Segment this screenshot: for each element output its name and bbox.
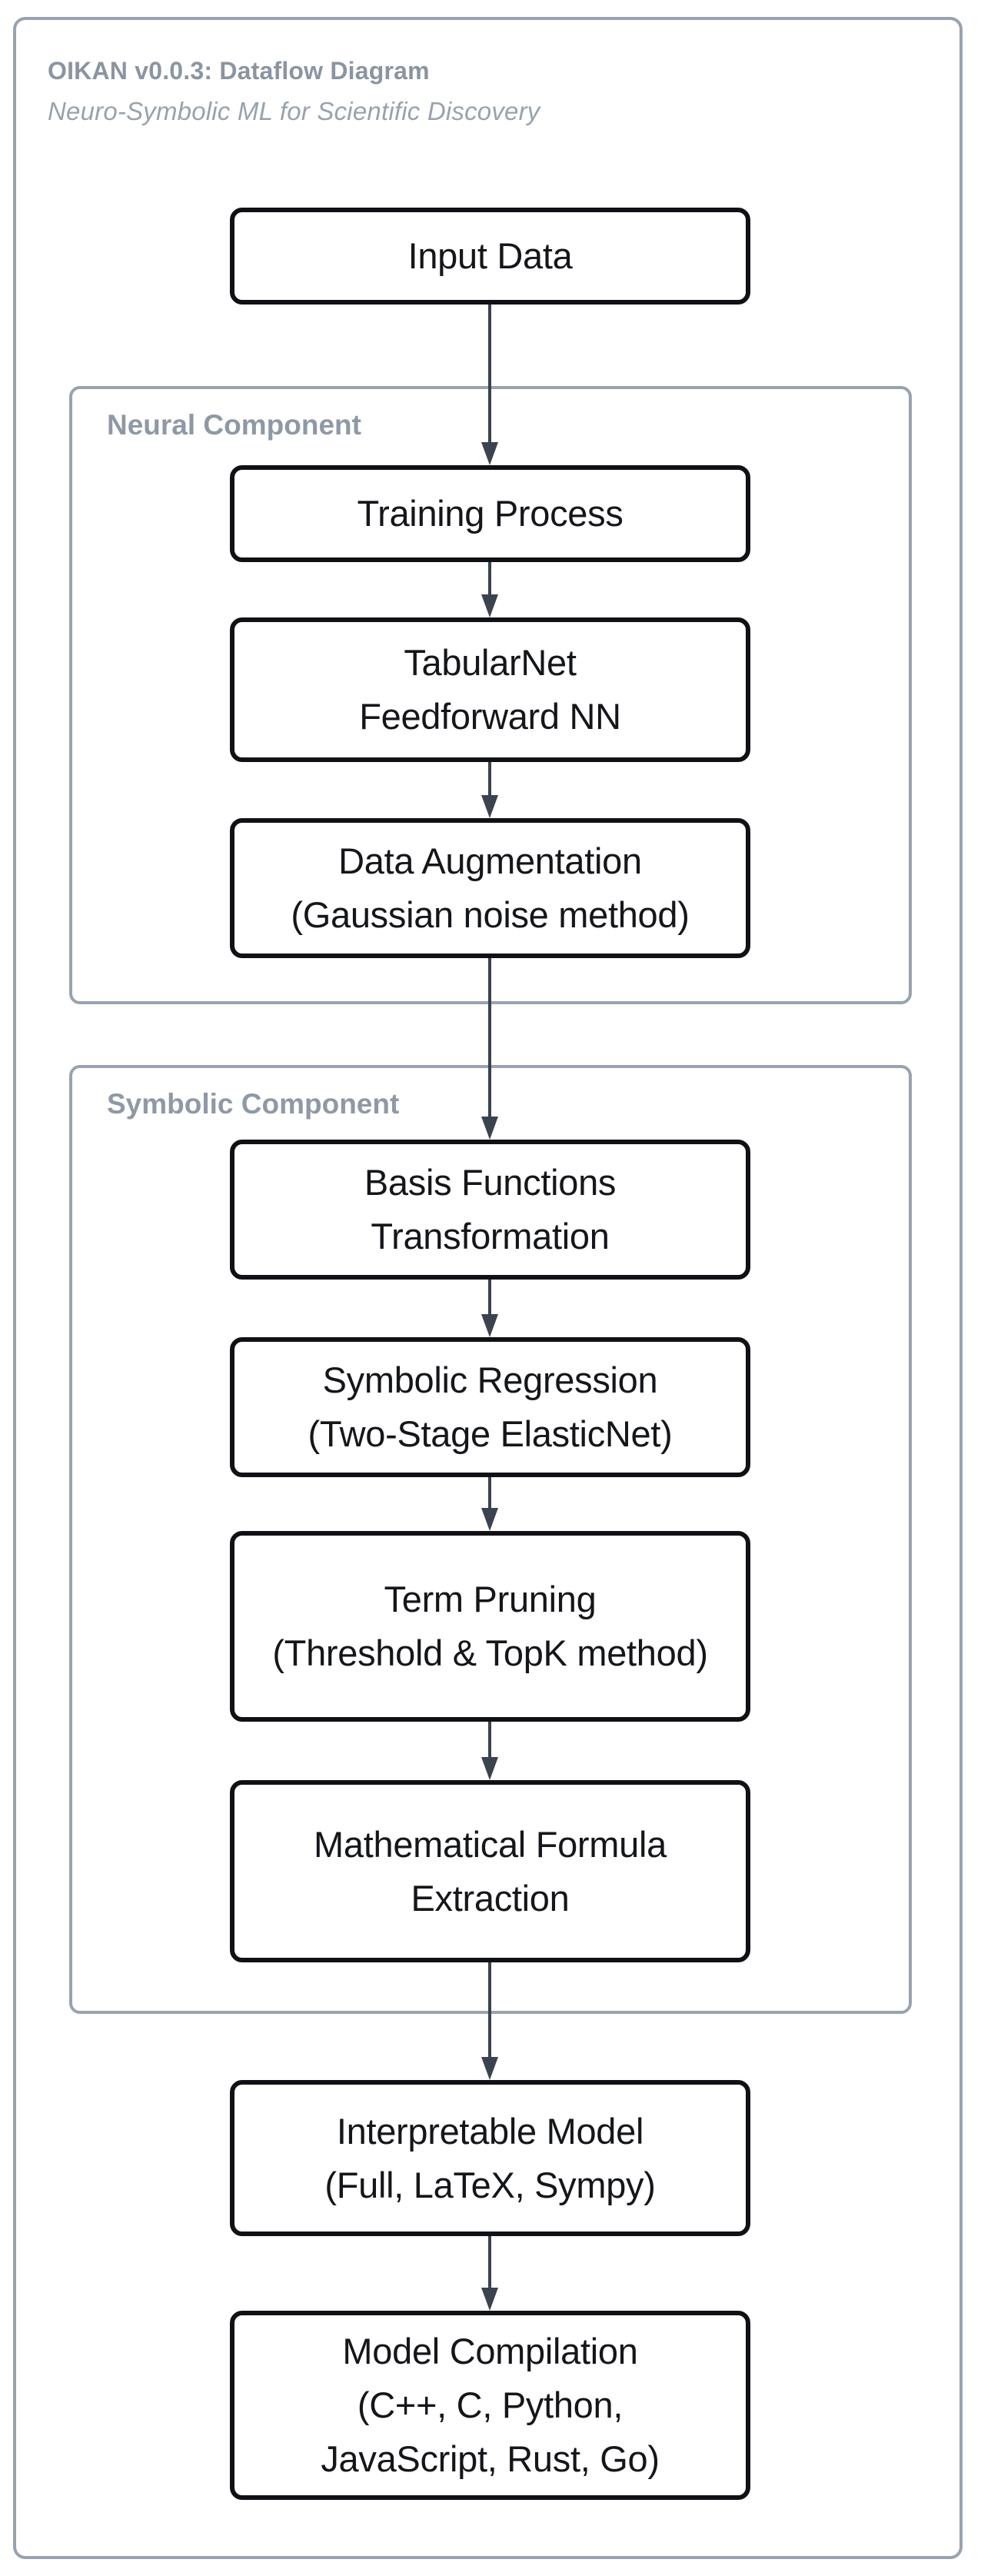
node-data-augmentation-label: Data Augmentation (Gaussian noise method… [291, 840, 690, 935]
node-formula-extraction: Mathematical Formula Extraction [230, 1780, 750, 1962]
node-input-data-label: Input Data [407, 235, 573, 276]
node-basis-functions: Basis Functions Transformation [230, 1140, 750, 1280]
diagram-title: OIKAN v0.0.3: Dataflow Diagram [48, 57, 430, 85]
node-tabularnet-label: TabularNet Feedforward NN [359, 642, 621, 737]
node-training-process-label: Training Process [357, 493, 624, 534]
node-formula-extraction-label: Mathematical Formula Extraction [314, 1823, 667, 1919]
node-model-compilation-label: Model Compilation (C++, C, Python, JavaS… [321, 2331, 660, 2479]
node-input-data: Input Data [230, 208, 750, 305]
group-symbolic-label: Symbolic Component [107, 1088, 400, 1120]
node-term-pruning: Term Pruning (Threshold & TopK method) [230, 1531, 750, 1722]
node-interpretable-model-label: Interpretable Model (Full, LaTeX, Sympy) [324, 2110, 656, 2205]
node-symbolic-regression-label: Symbolic Regression (Two-Stage ElasticNe… [308, 1360, 673, 1454]
node-basis-functions-label: Basis Functions Transformation [364, 1162, 617, 1256]
node-term-pruning-label: Term Pruning (Threshold & TopK method) [272, 1579, 708, 1673]
node-tabularnet: TabularNet Feedforward NN [230, 617, 750, 762]
node-training-process: Training Process [230, 465, 750, 562]
node-interpretable-model: Interpretable Model (Full, LaTeX, Sympy) [230, 2080, 750, 2236]
group-neural-label: Neural Component [107, 409, 361, 441]
diagram-subtitle: Neuro-Symbolic ML for Scientific Discove… [48, 97, 540, 125]
node-model-compilation: Model Compilation (C++, C, Python, JavaS… [230, 2311, 750, 2500]
node-symbolic-regression: Symbolic Regression (Two-Stage ElasticNe… [230, 1337, 750, 1477]
node-data-augmentation: Data Augmentation (Gaussian noise method… [230, 818, 750, 958]
